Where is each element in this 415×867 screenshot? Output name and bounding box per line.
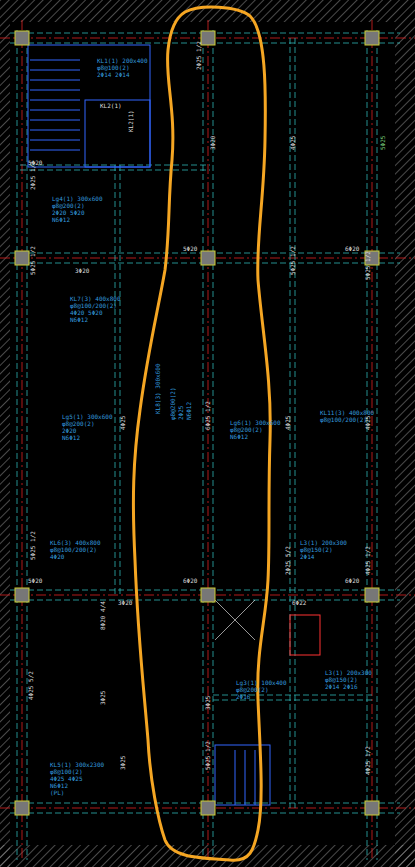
- dimension-label: 5Φ25: [380, 136, 386, 150]
- dimension-label: 4Φ25: [285, 416, 291, 430]
- dimension-label: 5Φ25 1/2: [30, 531, 36, 560]
- beam-label: KL5(1) 300x2300: [50, 762, 104, 768]
- beam-label: φ8@100(2): [50, 769, 83, 775]
- beam-label: N6Φ12: [230, 434, 248, 440]
- beam-label: φ8@100/200(2): [50, 547, 97, 553]
- dimension-label: 2Φ25: [178, 406, 184, 420]
- dimension-label: 6Φ25 1/2: [205, 401, 211, 430]
- beam-label: 3Φ20: [75, 268, 89, 274]
- beam-label: L3(1) 200x300: [325, 670, 372, 676]
- dimension-label: KL2(1): [128, 110, 134, 132]
- beam-label: φ8@100/200(2): [70, 303, 117, 309]
- dimension-label: 4Φ25: [120, 416, 126, 430]
- beam-label: KL1(1) 200x400: [97, 58, 148, 64]
- beam-label: 2Φ14 2Φ14: [97, 72, 130, 78]
- dimension-label: 3Φ25: [205, 696, 211, 710]
- beam-label: (PL): [50, 790, 64, 796]
- dimension-label: 2Φ25 1/2: [196, 41, 202, 70]
- dimension-label: 2Φ25 5/2: [285, 546, 291, 575]
- beam-label: 2Φ16: [236, 694, 250, 700]
- dimension-label: 5Φ25 1/2: [205, 741, 211, 770]
- beam-label: N6Φ12: [62, 435, 80, 441]
- dimension-label: KL8(3) 300x600: [155, 363, 161, 414]
- dimension-label: 5Φ25 1/2: [365, 251, 371, 280]
- dimension-label: 5Φ25 1/2: [30, 246, 36, 275]
- dimension-label: 4Φ25 5/2: [28, 671, 34, 700]
- beam-label: KL7(3) 400x800: [70, 296, 121, 302]
- beam-label: φ8@150(2): [300, 547, 333, 553]
- beam-label: φ8@100/200(2): [320, 417, 367, 423]
- dimension-label: 3Φ20: [210, 136, 216, 150]
- beam-label: 4Φ20 5Φ20: [70, 310, 103, 316]
- dimension-label: 3Φ25: [120, 756, 126, 770]
- beam-label: 2Φ14 2Φ16: [325, 684, 358, 690]
- beam-label: φ8@150(2): [325, 677, 358, 683]
- beam-label: 4Φ20: [50, 554, 64, 560]
- beam-label: KL11(3) 400x800: [320, 410, 374, 416]
- dimension-label: 2Φ25 1/2: [30, 161, 36, 190]
- beam-label: N6Φ12: [70, 317, 88, 323]
- dimension-label: 5Φ25 1/2: [290, 246, 296, 275]
- beam-label: 3Φ20: [118, 600, 132, 606]
- dimension-label: φ8@200(2): [170, 387, 176, 420]
- beam-label: 6Φ20: [345, 578, 359, 584]
- beam-label: Lg5(1) 300x600: [62, 414, 113, 420]
- dimension-label: N6Φ12: [186, 402, 192, 420]
- beam-label: 2Φ14: [300, 554, 314, 560]
- beam-label: 4Φ25 4Φ25: [50, 776, 83, 782]
- beam-label: 2Φ20 5Φ20: [52, 210, 85, 216]
- beam-label: 6Φ22: [292, 600, 306, 606]
- beam-label: φ8@200(2): [52, 203, 85, 209]
- dimension-label: 3Φ25: [100, 691, 106, 705]
- beam-label: N6Φ12: [50, 783, 68, 789]
- beam-label: φ8@200(2): [230, 427, 263, 433]
- beam-label: φ8@100(2): [97, 65, 130, 71]
- dimension-label: 4Φ25: [365, 416, 371, 430]
- dimension-label: 4Φ25: [290, 136, 296, 150]
- beam-label: KL2(1): [100, 103, 122, 109]
- dimension-label: 4Φ25 1/2: [365, 546, 371, 575]
- dimension-label: 8Φ20 4/4: [100, 601, 106, 630]
- beam-label: Lg6(1) 300x600: [230, 420, 281, 426]
- beam-label: φ8@200(2): [62, 421, 95, 427]
- beam-label: 6Φ20: [183, 578, 197, 584]
- beam-label: N6Φ12: [52, 217, 70, 223]
- beam-label: L3(1) 200x300: [300, 540, 347, 546]
- beam-label: 5Φ20: [183, 246, 197, 252]
- beam-label: 5Φ20: [28, 578, 42, 584]
- beam-label: 2Φ20: [62, 428, 76, 434]
- beam-label: 6Φ20: [345, 246, 359, 252]
- beam-label: KL6(3) 400x800: [50, 540, 101, 546]
- beam-label: φ8@200(2): [236, 687, 269, 693]
- beam-label: Lg3(1) 100x400: [236, 680, 287, 686]
- dimension-label: 4Φ25 1/2: [365, 746, 371, 775]
- beam-label: Lg4(1) 300x600: [52, 196, 103, 202]
